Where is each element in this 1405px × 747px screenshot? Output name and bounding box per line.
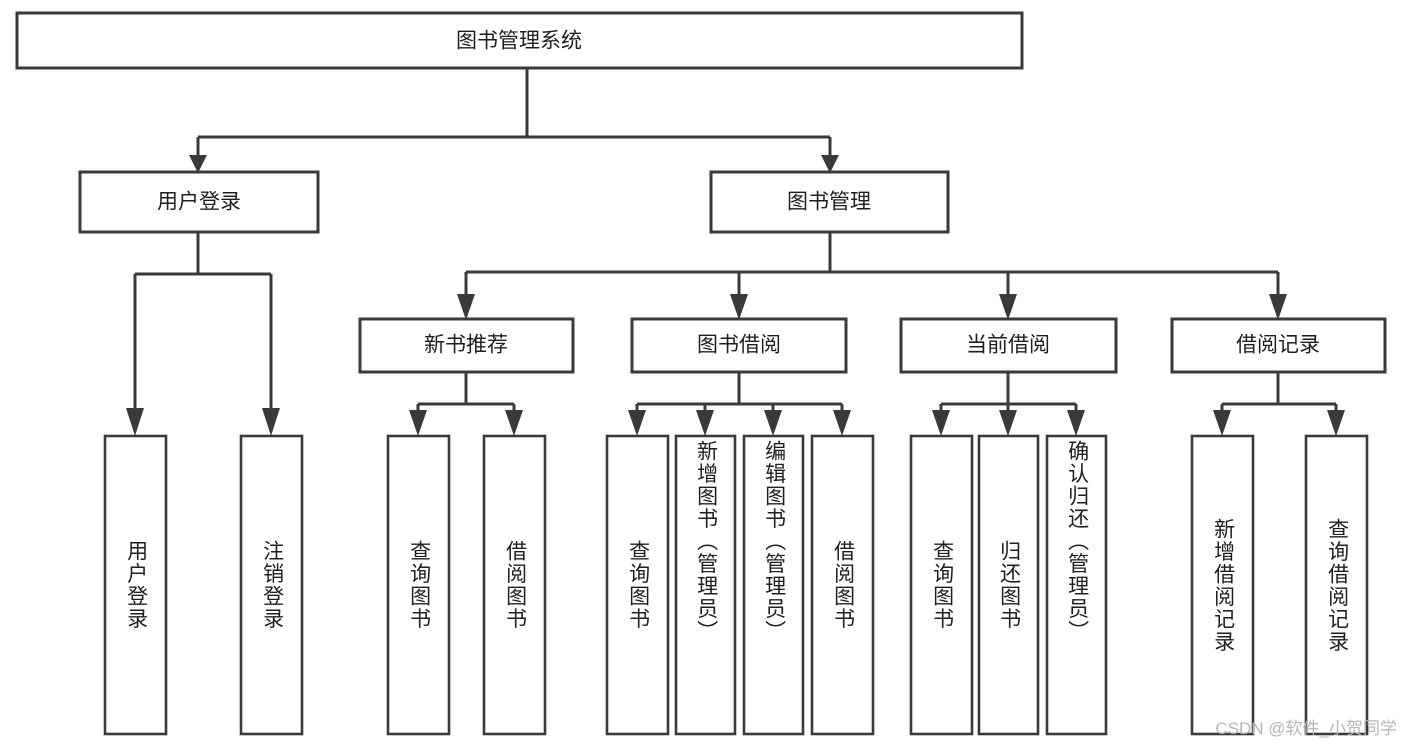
node-leaf-return-book[interactable] bbox=[977, 434, 1040, 736]
arrow-head-borrow-record bbox=[1269, 294, 1287, 320]
arrow-head-leaf-edit-book bbox=[764, 410, 782, 436]
node-user-login[interactable] bbox=[78, 170, 320, 234]
node-book-manage[interactable] bbox=[709, 170, 950, 234]
node-leaf-borrow-book-2[interactable] bbox=[810, 434, 875, 736]
arrow-head-new-book-recommend bbox=[457, 294, 475, 320]
arrow-head-leaf-query-book-3 bbox=[932, 410, 950, 436]
node-leaf-add-book[interactable] bbox=[674, 434, 737, 736]
node-new-book-recommend-label: 新书推荐 bbox=[424, 334, 508, 357]
node-book-borrow-label: 图书借阅 bbox=[697, 334, 781, 357]
node-leaf-edit-book[interactable] bbox=[742, 434, 805, 736]
connector-layer bbox=[126, 68, 1345, 436]
node-leaf-add-record[interactable] bbox=[1190, 434, 1255, 736]
node-current-borrow-label: 当前借阅 bbox=[966, 334, 1050, 357]
arrow-head-leaf-return-book bbox=[999, 410, 1017, 436]
node-leaf-user-login[interactable] bbox=[103, 434, 168, 736]
node-leaf-query-book-3[interactable] bbox=[909, 434, 974, 736]
arrow-head-leaf-query-record bbox=[1327, 410, 1345, 436]
arrow-head-leaf-user-login bbox=[126, 408, 144, 436]
node-layer: 图书管理系统 用户登录 图书管理 新书推荐 图书借阅 当前借阅 借阅记录 bbox=[15, 11, 1387, 736]
arrow-head-book-manage bbox=[821, 155, 839, 173]
node-leaf-user-logout[interactable] bbox=[239, 434, 304, 736]
node-leaf-query-book-1[interactable] bbox=[386, 434, 451, 736]
node-leaf-confirm-return[interactable] bbox=[1045, 434, 1108, 736]
arrow-head-user-login bbox=[189, 155, 207, 173]
node-borrow-record-label: 借阅记录 bbox=[1236, 334, 1320, 357]
node-root-label: 图书管理系统 bbox=[456, 30, 582, 53]
arrow-head-current-borrow bbox=[999, 294, 1017, 320]
arrow-head-leaf-add-book bbox=[696, 410, 714, 436]
arrow-head-leaf-add-record bbox=[1213, 410, 1231, 436]
arrow-head-leaf-user-logout bbox=[262, 408, 280, 436]
node-current-borrow[interactable] bbox=[899, 317, 1118, 374]
node-book-borrow[interactable] bbox=[630, 317, 848, 374]
node-user-login-label: 用户登录 bbox=[157, 191, 241, 214]
arrow-head-leaf-query-book-1 bbox=[409, 410, 427, 436]
node-leaf-query-record[interactable] bbox=[1304, 434, 1369, 736]
arrow-head-leaf-borrow-book-1 bbox=[505, 410, 523, 436]
node-borrow-record[interactable] bbox=[1170, 317, 1387, 374]
node-book-manage-label: 图书管理 bbox=[787, 191, 871, 214]
node-leaf-borrow-book-1[interactable] bbox=[482, 434, 547, 736]
node-root[interactable] bbox=[15, 11, 1024, 70]
arrow-head-book-borrow bbox=[730, 294, 748, 320]
arrow-head-leaf-borrow-book-2 bbox=[833, 410, 851, 436]
arrow-head-leaf-query-book-2 bbox=[628, 410, 646, 436]
node-new-book-recommend[interactable] bbox=[358, 317, 575, 374]
arrow-head-leaf-confirm-return bbox=[1067, 410, 1085, 436]
node-leaf-query-book-2[interactable] bbox=[605, 434, 670, 736]
